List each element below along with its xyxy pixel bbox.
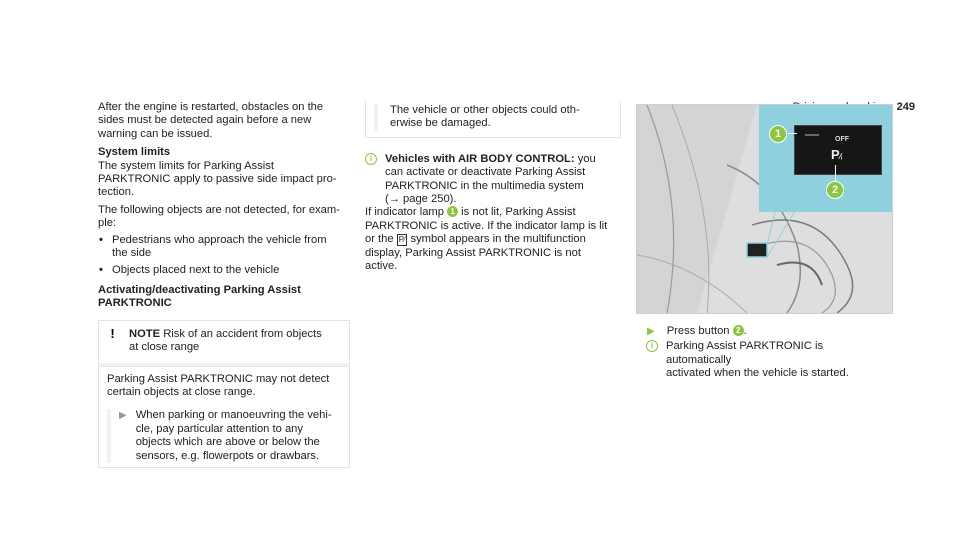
note-label: NOTE — [129, 327, 161, 340]
info-icon: i — [646, 340, 658, 353]
marker-2-icon: 2 — [732, 325, 744, 336]
callout-2: 2 — [826, 181, 844, 199]
note-title: Risk of an accident from objects — [163, 327, 322, 340]
following-text: The following objects are not detected, … — [98, 203, 340, 230]
intro-paragraph: After the engine is restarted, obstacles… — [98, 101, 324, 140]
activate-heading: Activating/deactivating Parking Assist P… — [98, 283, 301, 310]
info-icon: i — [365, 152, 377, 165]
action-arrow-icon: ▶ — [119, 410, 127, 422]
note-title-2: at close range — [129, 341, 200, 354]
note-body: Parking Assist PARKTRONIC may not detect… — [99, 365, 349, 406]
warning-icon: ! — [107, 327, 118, 340]
action-arrow-icon: ▶ — [647, 326, 655, 337]
objects-list: •Pedestrians who approach the vehicle fr… — [98, 234, 350, 278]
off-label: OFF — [835, 136, 849, 143]
list-item: •Pedestrians who approach the vehicle fr… — [99, 233, 327, 260]
list-item: •Objects placed next to the vehicle — [99, 264, 280, 277]
callout-2-line — [835, 165, 836, 181]
note-header: ! NOTE Risk of an accident from objects … — [99, 319, 349, 363]
air-heading: Vehicles with AIR BODY CONTROL: — [385, 152, 575, 165]
column-3: OFF P⁄ᵢ 1 2 ▶ Press button 2. i Parking … — [636, 104, 893, 381]
press-step: ▶ Press button 2. — [647, 325, 747, 337]
info-note: i Parking Assist PARKTRONIC is automatic… — [636, 340, 891, 380]
page-number: 249 — [896, 101, 915, 113]
callout-1: 1 — [769, 125, 787, 143]
note-box: ! NOTE Risk of an accident from objects … — [98, 319, 350, 468]
parking-button-label: P⁄ᵢ — [831, 147, 843, 162]
limits-heading: System limits — [98, 146, 171, 159]
note-action: ▶ When parking or manoeuvring the vehi- … — [99, 405, 349, 467]
limits-text: The system limits for Parking Assist PAR… — [98, 159, 337, 199]
air-section: i Vehicles with AIR BODY CONTROL: you ca… — [365, 152, 621, 207]
marker-1-icon: 1 — [447, 206, 459, 218]
parking-symbol-icon: P⁄ — [396, 234, 408, 247]
console-image: OFF P⁄ᵢ 1 2 — [636, 104, 893, 314]
zoom-inset: OFF P⁄ᵢ 1 2 — [759, 105, 892, 212]
note-continuation: The vehicle or other objects could oth- … — [365, 101, 621, 138]
column-2: The vehicle or other objects could oth- … — [365, 101, 621, 273]
column-1: After the engine is restarted, obstacles… — [98, 101, 350, 468]
button-closeup: OFF P⁄ᵢ — [794, 125, 882, 175]
callout-1-line — [788, 133, 797, 134]
lamp-paragraph: If indicator lamp 1 is not lit, Parking … — [365, 206, 608, 273]
